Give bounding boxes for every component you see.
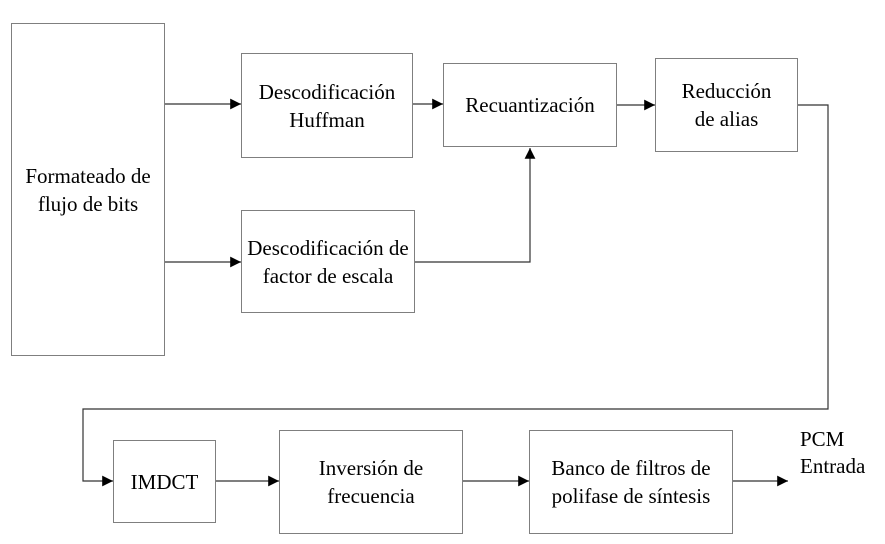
node-inversion-de-frecuencia: Inversión de frecuencia xyxy=(279,430,463,534)
node-reduccion-de-alias: Reducción de alias xyxy=(655,58,798,152)
node-recuantizacion: Recuantización xyxy=(443,63,617,147)
node-imdct: IMDCT xyxy=(113,440,216,523)
node-formateado-de-flujo-de-bits: Formateado de flujo de bits xyxy=(11,23,165,356)
edge-reduccion-to-imdct xyxy=(82,104,829,487)
node-descodificacion-de-factor-de-escala: Descodificación de factor de escala xyxy=(241,210,415,313)
node-descodificacion-huffman: Descodificación Huffman xyxy=(241,53,413,158)
edge-factor-de-escala-to-recuantizacion xyxy=(415,148,536,263)
node-banco-de-filtros-de-polifase-de-sintesis: Banco de filtros de polifase de síntesis xyxy=(529,430,733,534)
node-pcm-entrada: PCM Entrada xyxy=(800,427,866,478)
